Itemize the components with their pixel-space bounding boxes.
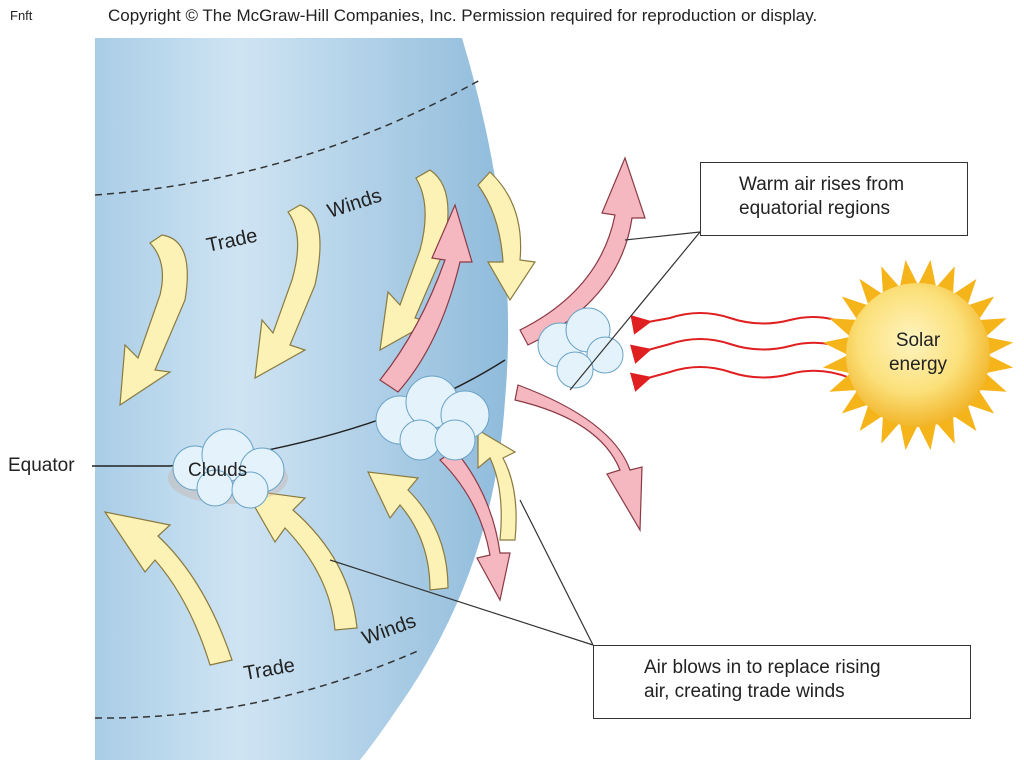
globe <box>95 38 509 760</box>
trade-wind-arrow <box>103 511 233 666</box>
callout-leaders <box>329 231 701 646</box>
trade-wind-arrow <box>366 471 449 591</box>
label-energy: energy <box>889 354 948 375</box>
trade-wind-arrow <box>254 204 321 380</box>
latitude-line-north <box>94 79 481 196</box>
callout-trade-winds-line2: air, creating trade winds <box>644 681 845 702</box>
callout-warm-air-line2: equatorial regions <box>739 198 891 219</box>
cloud-center <box>375 375 490 461</box>
trade-wind-arrow <box>477 428 517 541</box>
trade-wind-arrow <box>379 169 449 352</box>
label-solar: Solar <box>896 330 941 351</box>
callout-warm-air: Warm air rises from equatorial regions <box>700 162 968 236</box>
label-equator: Equator <box>8 455 75 476</box>
warm-air-arrow <box>379 203 473 393</box>
solar-ray <box>629 338 851 364</box>
callout-trade-winds: Air blows in to replace rising air, crea… <box>593 645 971 719</box>
sun <box>822 259 1014 451</box>
solar-ray <box>629 366 851 392</box>
copyright-notice: Copyright © The McGraw-Hill Companies, I… <box>108 6 818 25</box>
label-clouds: Clouds <box>188 460 247 481</box>
warm-air-arrow <box>514 384 643 533</box>
trade-wind-arrow <box>119 234 188 407</box>
callout-warm-air-line1: Warm air rises from <box>739 174 905 195</box>
solar-rays <box>629 312 851 392</box>
warm-air-arrows <box>379 156 646 602</box>
warm-air-arrow <box>439 449 511 602</box>
clouds <box>168 307 624 509</box>
corner-label: Fnft <box>10 8 33 23</box>
cloud-equator-left <box>168 428 288 509</box>
cloud-right <box>537 307 624 389</box>
solar-ray <box>630 312 851 335</box>
latitude-line-south <box>94 649 421 719</box>
trade-wind-arrow <box>477 171 537 302</box>
callout-trade-winds-line1: Air blows in to replace rising <box>644 657 881 678</box>
upper-trade-winds <box>119 169 537 407</box>
trade-wind-arrow <box>243 489 358 631</box>
sun-core <box>846 283 990 427</box>
lower-trade-winds <box>103 428 517 666</box>
